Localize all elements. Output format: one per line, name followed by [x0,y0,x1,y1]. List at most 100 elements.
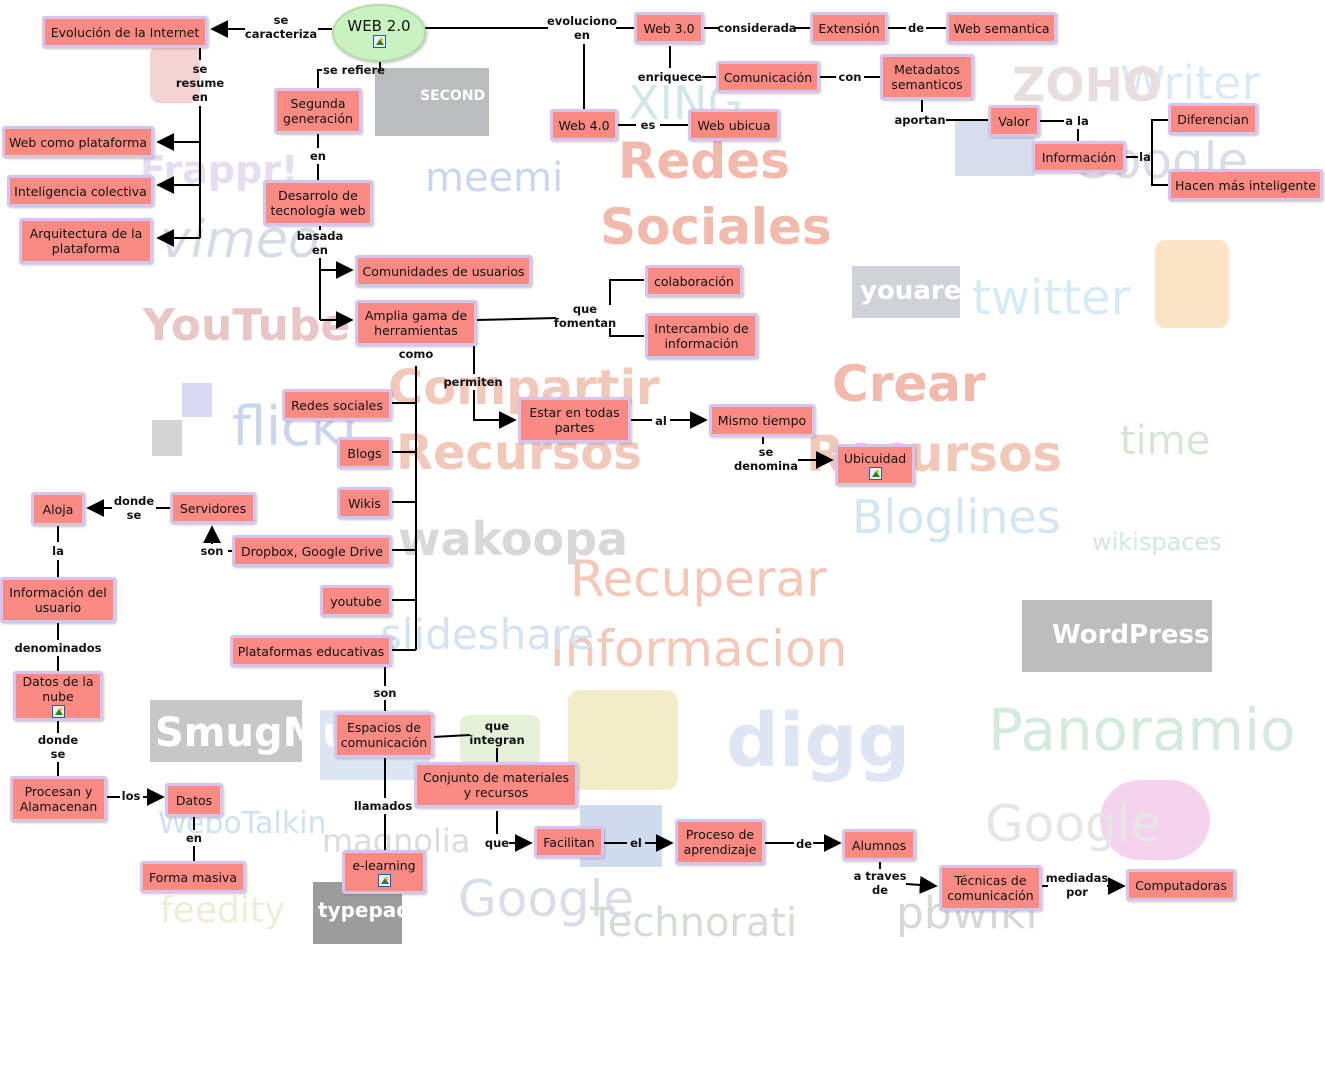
bg-word-35: typepad [318,898,411,922]
image-attachment-icon[interactable] [51,705,65,718]
bg-word-7: Recuperar [570,550,827,608]
node-web-ubicua[interactable]: Web ubicua [688,109,780,141]
link-label-la: la [52,544,64,558]
node-label: e-learning [352,857,416,873]
node-datos[interactable]: Datos [165,783,223,817]
bg-word-1: Redes [618,132,790,190]
bg-word-22: WordPress [1052,620,1210,650]
link-label-son-2: son [373,686,397,700]
node-label: Redes sociales [291,397,383,413]
link-label-la-2: la [1139,150,1151,164]
node-label: Plataformas educativas [237,643,385,659]
node-label: Comunicación [723,69,813,85]
node-label: Web como plataforma [9,134,147,150]
node-comunidades-usuarios[interactable]: Comunidades de usuarios [355,255,532,287]
node-alumnos[interactable]: Alumnos [842,829,916,861]
bg-word-8: Informacion [550,620,848,678]
node-colaboracion[interactable]: colaboración [645,265,743,297]
node-blogs[interactable]: Blogs [337,437,392,469]
node-valor[interactable]: Valor [988,105,1040,137]
node-evolucion-internet[interactable]: Evolución de la Internet [42,16,208,48]
node-label: Computadoras [1135,877,1227,893]
node-computadoras[interactable]: Computadoras [1126,869,1236,901]
node-plataformas-educativas[interactable]: Plataformas educativas [230,635,392,667]
node-label: Web semantica [953,20,1050,36]
node-web-4-0[interactable]: Web 4.0 [550,109,618,141]
node-web-3-0[interactable]: Web 3.0 [634,12,704,44]
node-aloja[interactable]: Aloja [31,492,85,526]
node-extension[interactable]: Extensión [810,12,888,44]
node-web-2-0[interactable]: WEB 2.0 [332,4,426,62]
node-label: Diferencian [1177,111,1249,127]
node-informacion[interactable]: Información [1032,141,1126,173]
link-label-de: de [795,837,813,851]
node-redes-sociales[interactable]: Redes sociales [282,389,392,421]
node-youtube[interactable]: youtube [320,585,392,617]
node-label: Servidores [179,500,247,516]
node-diferencian[interactable]: Diferencian [1168,103,1258,135]
node-label: Dropbox, Google Drive [241,543,383,559]
node-mismo-tiempo[interactable]: Mismo tiempo [709,404,815,437]
node-label: Valor [998,113,1030,129]
node-web-semantica[interactable]: Web semantica [946,12,1057,44]
bg-word-23: Panoramio [988,696,1296,764]
node-forma-masiva[interactable]: Forma masiva [140,861,246,893]
bg-word-31: SECOND LIFE [420,88,524,104]
node-dropbox-google-drive[interactable]: Dropbox, Google Drive [232,535,392,567]
image-attachment-icon[interactable] [377,873,391,887]
link-label-enriquece: enriquece [637,70,703,84]
node-hacen-mas-inteligente[interactable]: Hacen más inteligente [1168,169,1323,201]
node-ubicuidad[interactable]: Ubicuidad [835,444,915,486]
node-label: Hacen más inteligente [1175,177,1316,193]
link-label-considerada: considerada [717,21,797,35]
node-wikis[interactable]: Wikis [337,487,392,519]
node-inteligencia-colectiva[interactable]: Inteligencia colectiva [7,175,154,207]
node-web-como-plataforma[interactable]: Web como plataforma [2,126,154,158]
node-comunicacion[interactable]: Comunicación [716,61,820,93]
bg-word-36: feedity [160,890,286,931]
node-label: Extensión [818,20,880,36]
node-e-learning[interactable]: e-learning [342,850,426,894]
node-label: Alumnos [851,837,907,853]
link-label-al: al [655,414,667,428]
link-label-de-2: de [907,21,925,35]
link-label-el: el [630,836,642,850]
node-facilitan[interactable]: Facilitan [534,826,604,858]
bg-word-2: Sociales [600,198,832,256]
link-label-es: es [640,118,656,132]
image-attachment-icon[interactable] [372,34,386,48]
bg-word-28: Google [985,795,1162,853]
image-attachment-icon[interactable] [868,466,882,480]
node-label: Forma masiva [148,869,237,885]
link-label-son: son [200,544,224,558]
node-servidores[interactable]: Servidores [170,492,256,524]
bg-word-5: Crear [832,355,986,413]
link-label-aportan: aportan [894,113,946,127]
